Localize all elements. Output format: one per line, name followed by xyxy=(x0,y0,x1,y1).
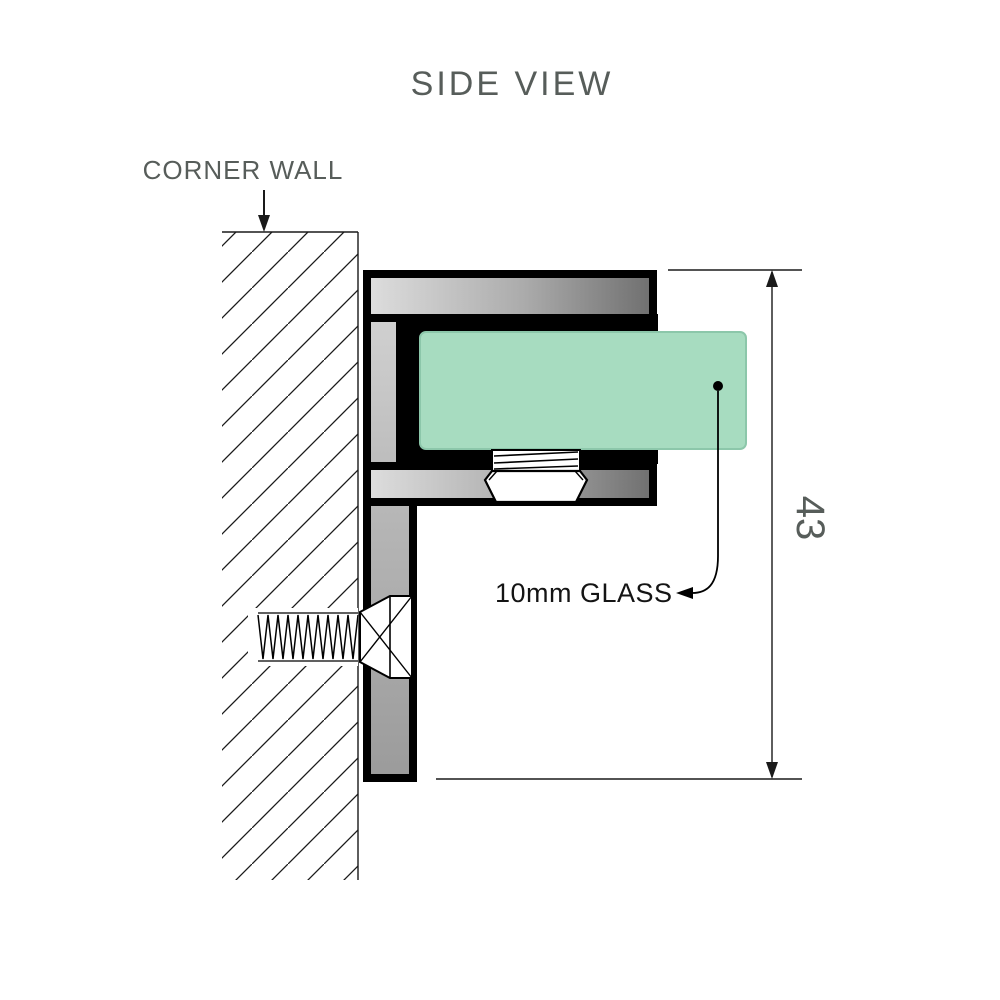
dimension-arrowhead-bottom-icon xyxy=(766,762,778,779)
glass-callout-dot xyxy=(713,381,723,391)
corner-wall-label: CORNER WALL xyxy=(143,155,344,185)
bracket-top-arm xyxy=(363,270,657,322)
wall-screw-head xyxy=(359,595,413,679)
corner-wall-callout: CORNER WALL xyxy=(143,155,344,232)
wall-section xyxy=(222,231,359,880)
grub-screw xyxy=(483,449,589,504)
glass-label: 10mm GLASS xyxy=(495,578,673,608)
glass-callout: 10mm GLASS xyxy=(495,381,723,608)
dimension-arrowhead-top-icon xyxy=(766,270,778,287)
wall-screw-cross-line xyxy=(359,595,413,663)
grub-thread-line xyxy=(493,451,579,457)
grub-head-facet xyxy=(574,470,584,481)
glass-callout-leader xyxy=(691,391,719,594)
wall-screw xyxy=(248,595,413,679)
corner-wall-arrowhead-icon xyxy=(258,215,270,232)
dimension-value: 43 xyxy=(788,496,832,541)
wall-screw-thread-zigzag xyxy=(257,614,359,660)
grub-head-facet xyxy=(488,470,498,481)
grub-screw-head xyxy=(483,469,589,504)
glass-panel xyxy=(419,331,747,450)
grub-thread-line xyxy=(493,465,579,470)
glass-callout-arrowhead-icon xyxy=(676,587,693,599)
grub-thread-line xyxy=(493,458,579,464)
wall-screw-cross-line xyxy=(359,611,413,679)
wall-hatching xyxy=(222,232,358,880)
dimension-43: 43 xyxy=(436,269,832,780)
diagram-title: SIDE VIEW xyxy=(411,65,614,103)
